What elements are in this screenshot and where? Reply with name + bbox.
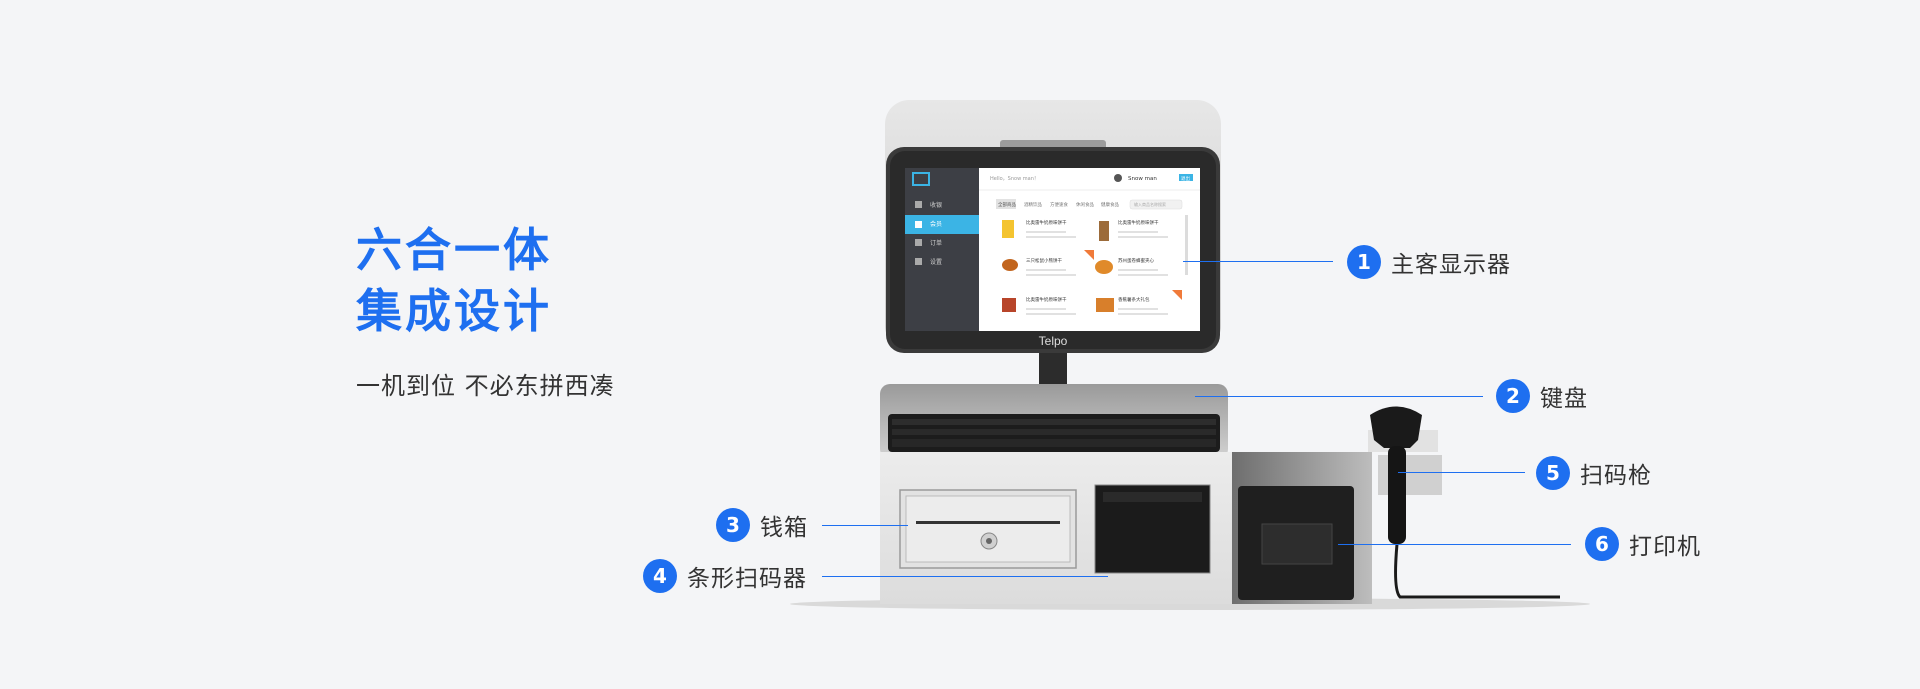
svg-text:全部商品: 全部商品 [998,201,1016,208]
scanner-cable [1394,543,1560,599]
svg-text:方便速食: 方便速食 [1050,201,1068,208]
callout-keyboard: 2 键盘 [1496,378,1588,414]
svg-text:三只松鼠小熊饼干: 三只松鼠小熊饼干 [1026,257,1062,264]
leader-line-5 [1398,472,1525,473]
svg-text:健康食品: 健康食品 [1101,201,1119,208]
leader-line-1 [1183,261,1333,262]
svg-text:酒精饮品: 酒精饮品 [1024,201,1042,208]
callout-label: 打印机 [1629,534,1701,560]
svg-text:输入商品名称搜索: 输入商品名称搜索 [1134,201,1166,207]
callout-label: 键盘 [1540,386,1588,412]
callout-printer: 6 打印机 [1585,526,1701,562]
leader-line-3 [822,525,908,526]
svg-text:设置: 设置 [930,258,942,266]
svg-text:苏州蛋卷蜂蜜夹心: 苏州蛋卷蜂蜜夹心 [1118,257,1154,264]
cart-icon [912,172,930,186]
svg-text:香蕉薯条大礼包: 香蕉薯条大礼包 [1118,296,1150,303]
callout-label: 主客显示器 [1391,252,1511,278]
svg-text:比奥雷牛奶原味饼干: 比奥雷牛奶原味饼干 [1118,219,1159,226]
svg-text:订单: 订单 [930,239,942,247]
leader-line-4 [822,576,1108,577]
headline-line-1: 六合一体 [356,223,552,277]
callout-label: 扫码枪 [1580,463,1652,489]
svg-text:Hello，Snow man！: Hello，Snow man！ [990,176,1039,182]
leader-line-6 [1338,544,1571,545]
callout-number: 5 [1536,456,1570,490]
callout-number: 2 [1496,379,1530,413]
svg-text:比奥雷牛奶原味饼干: 比奥雷牛奶原味饼干 [1026,296,1067,303]
scan-gun [1370,406,1422,448]
svg-text:Snow man: Snow man [1128,176,1157,182]
callout-label: 条形扫码器 [687,566,807,592]
callout-display: 1 主客显示器 [1347,244,1511,280]
tagline: 一机到位 不必东拼西凑 [356,372,615,400]
headline-line-2: 集成设计 [356,284,552,338]
brand-logo: Telpo [1039,334,1068,348]
callout-barcode-scanner: 4 条形扫码器 [643,558,807,594]
svg-text:比奥雷牛奶原味饼干: 比奥雷牛奶原味饼干 [1026,219,1067,226]
callout-number: 4 [643,559,677,593]
callout-number: 1 [1347,245,1381,279]
callout-cash-drawer: 3 钱箱 [716,507,808,543]
callout-label: 钱箱 [760,515,808,541]
svg-text:休闲食品: 休闲食品 [1076,201,1094,208]
svg-text:收银: 收银 [930,201,942,209]
callout-number: 6 [1585,527,1619,561]
user-avatar-icon [1114,174,1122,182]
callout-scan-gun: 5 扫码枪 [1536,455,1652,491]
svg-text:退出: 退出 [1181,175,1190,182]
screen-sidebar [905,168,979,331]
callout-number: 3 [716,508,750,542]
screen-sidebar-active [905,215,979,234]
leader-line-2 [1195,396,1483,397]
svg-text:会员: 会员 [930,220,942,228]
headline: 六合一体 集成设计 [356,220,552,342]
